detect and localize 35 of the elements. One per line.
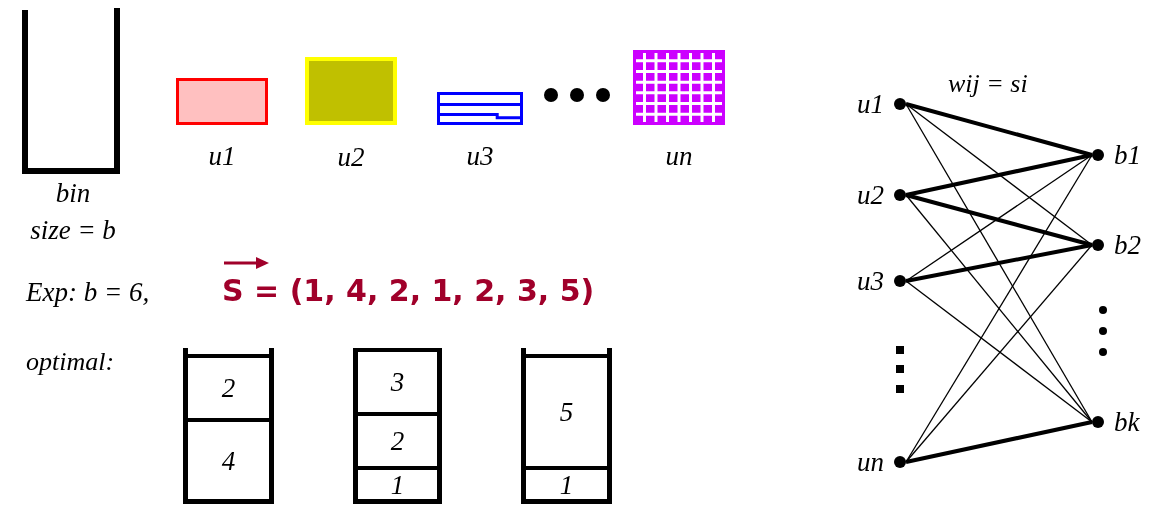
- item-label: un: [665, 143, 693, 170]
- example-text: Exp: b = 6,: [26, 276, 150, 309]
- item-size: 1: [390, 471, 405, 499]
- bin-container: [183, 348, 274, 504]
- bin-caption: bin: [55, 180, 91, 207]
- vertex-label: u3: [857, 267, 884, 295]
- vertex-label: u2: [857, 181, 884, 209]
- bin-container: [521, 348, 612, 504]
- bin-caption: size = b: [30, 217, 116, 244]
- item-size: 2: [390, 427, 405, 455]
- vertex-label: bk: [1114, 408, 1140, 436]
- graph-edge: [905, 102, 1093, 157]
- vertex-label: b1: [1114, 141, 1141, 169]
- bin-container: [353, 348, 442, 504]
- item-size: 3: [390, 368, 405, 396]
- graph-edge: [905, 243, 1093, 283]
- item-size: 5: [559, 398, 574, 426]
- weight-formula: wij = si: [948, 68, 1028, 100]
- item-label: u1: [208, 143, 236, 170]
- graph-edge: [905, 420, 1093, 464]
- item-label: u2: [337, 144, 365, 171]
- graph-edge: [905, 244, 1093, 463]
- vertex-label: un: [857, 448, 884, 476]
- graph-edge: [905, 280, 1093, 423]
- item-size: 2: [221, 374, 236, 402]
- item-label: u3: [466, 143, 494, 170]
- optimal-text: optimal:: [26, 346, 115, 378]
- graph-edge: [905, 194, 1093, 423]
- graph-edge: [905, 153, 1093, 197]
- size-vector: S = (1, 4, 2, 1, 2, 3, 5): [222, 272, 595, 310]
- vertex-label: u1: [857, 90, 884, 118]
- graph-edge: [905, 193, 1093, 247]
- vertex-label: b2: [1114, 231, 1141, 259]
- item-size: 1: [559, 471, 574, 499]
- item-size: 4: [221, 447, 236, 475]
